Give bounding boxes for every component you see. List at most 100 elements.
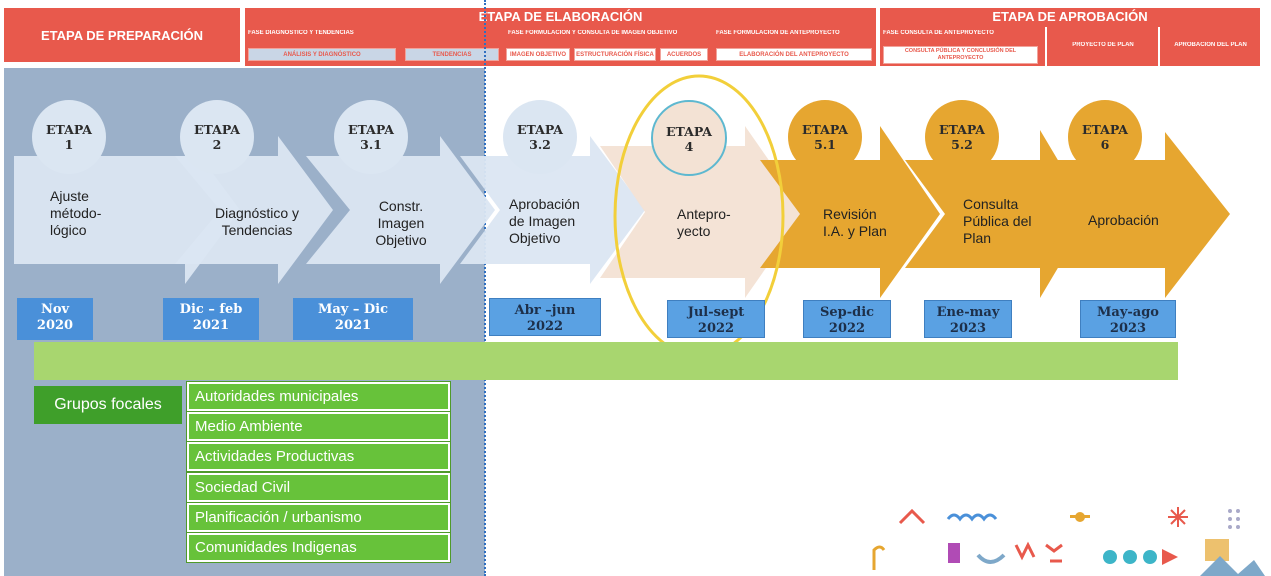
stage-label: ETAPA	[193, 122, 241, 137]
stage-name-3-1: Constr. Imagen Objetivo	[375, 198, 427, 248]
arrow-stage-3-2	[460, 136, 645, 284]
chip-acuerdos: ACUERDOS	[660, 48, 708, 61]
focus-group-item: Autoridades municipales	[187, 382, 450, 411]
date-line-1: Nov	[40, 302, 70, 317]
focus-group-item: Comunidades Indigenas	[187, 533, 450, 562]
stage-name-6: Aprobación	[1088, 212, 1159, 228]
chip-analisis: ANÁLISIS Y DIAGNÓSTICO	[248, 48, 396, 61]
focus-groups-title-text: Grupos focales	[54, 396, 162, 413]
approval-phase-title: ETAPA DE APROBACIÓN	[992, 9, 1148, 24]
stage-number: 2	[212, 137, 222, 152]
snowflake-icon	[1168, 507, 1188, 527]
stage-name-5-1: Revisión I.A. y Plan	[823, 206, 887, 239]
focus-group-item: Actividades Productivas	[187, 442, 450, 471]
sub-phase-1: FASE DIAGNÓSTICO Y TENDENCIAS	[248, 30, 354, 36]
elaboration-phase-header: ETAPA DE ELABORACIÓN FASE DIAGNÓSTICO Y …	[245, 8, 876, 66]
date-line-2: 2023	[949, 321, 987, 336]
chip-elaboracion-anteproyecto: ELABORACIÓN DEL ANTEPROYECTO	[716, 48, 872, 61]
mountains-icon	[1200, 556, 1265, 576]
stage-name-1: Ajuste método-lógico	[50, 188, 102, 238]
stage-label: ETAPA	[516, 122, 564, 137]
grid-icon	[1228, 509, 1240, 529]
stage-label: ETAPA	[1081, 122, 1129, 137]
elaboration-phase-title: ETAPA DE ELABORACIÓN	[478, 9, 643, 24]
approval-divider-1	[1045, 27, 1047, 66]
stage-label: ETAPA	[347, 122, 395, 137]
stage-label: ETAPA	[665, 124, 713, 139]
stage-number: 1	[64, 137, 74, 152]
phase-divider-line	[484, 0, 486, 576]
approval-divider-2	[1158, 27, 1160, 66]
sub-phase-6: APROBACIÓN DEL PLAN	[1174, 42, 1247, 48]
date-line-1: Sep-dic	[819, 305, 875, 320]
sub-phase-4: FASE CONSULTA DE ANTEPROYECTO	[883, 30, 994, 36]
date-line-1: Dic – feb	[179, 302, 243, 317]
focus-groups-title: Grupos focales	[34, 386, 182, 424]
house-icon	[898, 508, 926, 525]
waves-icon	[946, 513, 998, 522]
date-line-2: 2022	[828, 321, 866, 336]
stage-number: 5.2	[951, 137, 973, 152]
stage-number: 3.1	[360, 137, 382, 152]
sub-phase-3: FASE FORMULACIÓN DE ANTEPROYECTO	[716, 30, 840, 36]
participation-timeline-bar	[34, 342, 1178, 380]
focus-group-item: Sociedad Civil	[187, 473, 450, 502]
date-line-1: May-ago	[1097, 305, 1159, 320]
date-line-2: 2023	[1109, 321, 1147, 336]
preparation-phase-header: ETAPA DE PREPARACIÓN	[4, 8, 240, 62]
stage-number: 4	[684, 139, 694, 154]
chip-imagen-objetivo: IMAGEN OBJETIVO	[506, 48, 570, 61]
date-line-1: May – Dic	[317, 302, 389, 317]
pattern-icon	[1045, 543, 1063, 563]
focus-group-item: Medio Ambiente	[187, 412, 450, 441]
arrow-stage-4	[600, 126, 805, 298]
stage-label: ETAPA	[801, 122, 849, 137]
date-line-2: 2022	[526, 319, 564, 334]
date-line-2: 2022	[697, 321, 735, 336]
glyph-icon	[1014, 541, 1036, 561]
plant-icon	[872, 545, 886, 570]
date-line-1: Ene-may	[936, 305, 1000, 320]
stage-label: ETAPA	[938, 122, 986, 137]
preparation-phase-title: ETAPA DE PREPARACIÓN	[40, 27, 204, 43]
stage-name-2: Diagnóstico y Tendencias	[214, 205, 300, 238]
chip-estructuracion: ESTRUCTURACIÓN FÍSICA	[574, 48, 656, 61]
date-line-2: 2020	[36, 318, 74, 333]
beads-icon	[1103, 549, 1178, 565]
figure-icon	[948, 543, 960, 563]
approval-phase-header: ETAPA DE APROBACIÓN FASE CONSULTA DE ANT…	[880, 8, 1260, 66]
stage-number: 5.1	[814, 137, 836, 152]
stage-name-3-2: Aprobación de Imagen Objetivo	[509, 196, 580, 246]
stamp-icon	[1205, 539, 1229, 561]
stage-name-4: Antepro-yecto	[677, 206, 731, 239]
stage-number: 3.2	[529, 137, 551, 152]
arrow-stage-5-1	[760, 126, 940, 298]
sub-phase-5: PROYECTO DE PLAN	[1072, 42, 1134, 48]
chip-tendencias: TENDENCIAS	[405, 48, 499, 61]
chip-consulta-publica: CONSULTA PÚBLICA Y CONCLUSIÓN DEL ANTEPR…	[883, 46, 1038, 64]
date-line-2: 2021	[334, 318, 372, 333]
arrow-stage-3-1	[306, 136, 495, 284]
decorative-icons-strip	[872, 507, 1265, 576]
date-line-2: 2021	[192, 318, 230, 333]
sun-icon	[1070, 512, 1090, 522]
boat-icon	[976, 553, 1006, 564]
date-line-1: Abr –jun	[514, 303, 576, 318]
date-line-1: Jul-sept	[687, 305, 745, 320]
sub-phase-2: FASE FORMULACIÓN Y CONSULTA DE IMAGEN OB…	[508, 30, 678, 36]
